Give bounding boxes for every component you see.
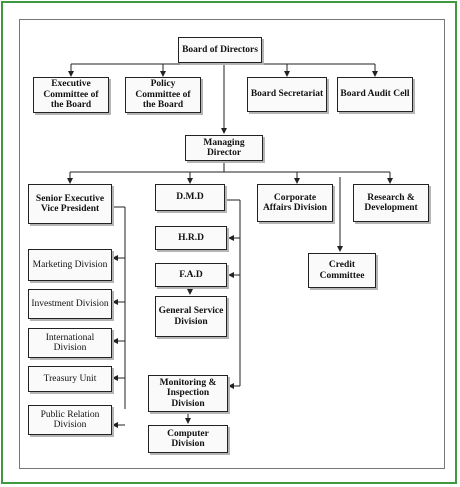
fad-box: F.A.D — [155, 263, 227, 287]
board-secretariat-box: Board Secretariat — [247, 77, 327, 112]
senior-evp-box: Senior Executive Vice President — [28, 184, 112, 224]
hrd-box: H.R.D — [155, 226, 227, 250]
board-of-directors-box: Board of Directors — [178, 37, 262, 63]
research-development-box: Research & Development — [353, 184, 429, 222]
international-division-box: International Division — [28, 328, 112, 358]
dmd-box: D.M.D — [155, 184, 225, 211]
computer-division-box: Computer Division — [148, 425, 228, 453]
investment-division-box: Investment Division — [28, 289, 112, 319]
general-service-box: General Service Division — [155, 296, 227, 337]
managing-director-box: Managing Director — [185, 135, 263, 161]
policy-committee-box: Policy Committee of the Board — [125, 77, 201, 113]
treasury-unit-box: Treasury Unit — [28, 366, 112, 392]
credit-committee-box: Credit Committee — [308, 253, 376, 288]
monitoring-inspection-box: Monitoring & Inspection Division — [148, 375, 228, 412]
diagram-inner-border — [19, 19, 445, 469]
corporate-affairs-box: Corporate Affairs Division — [257, 184, 333, 222]
public-relation-division-box: Public Relation Division — [28, 405, 112, 435]
executive-committee-box: Executive Committee of the Board — [33, 77, 109, 113]
marketing-division-box: Marketing Division — [28, 249, 112, 281]
board-audit-cell-box: Board Audit Cell — [337, 77, 413, 112]
